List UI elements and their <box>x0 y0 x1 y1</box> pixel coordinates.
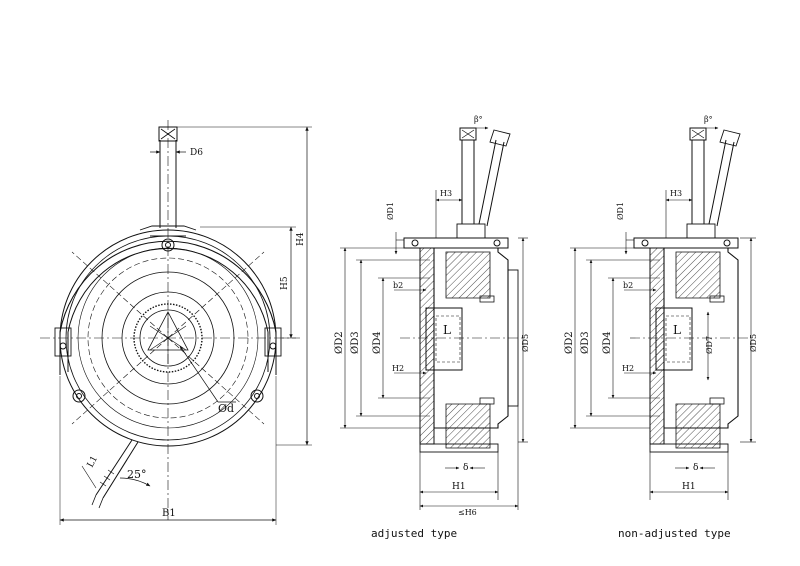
label-l: L <box>673 323 681 337</box>
label-delta: δ <box>463 463 468 473</box>
label-l: L <box>443 323 451 337</box>
label-d1: ØD1 <box>386 202 395 220</box>
label-h5: H5 <box>280 276 290 290</box>
label-h4: H4 <box>296 232 306 246</box>
label-d: Ød <box>218 402 234 415</box>
label-h2: H2 <box>622 364 634 373</box>
non-adjusted-type-caption: non-adjusted type <box>618 527 731 540</box>
label-d3: ØD3 <box>580 331 591 354</box>
label-angle: 25° <box>127 468 147 481</box>
label-beta: β° <box>474 115 483 124</box>
label-d1: ØD1 <box>616 202 625 220</box>
label-delta: δ <box>693 463 698 473</box>
adjusted-side-view <box>340 126 528 510</box>
adjusted-labels: β° H3 ØD1 b2 ØD2 ØD3 ØD4 H2 L ØD5 δ H1 ≤… <box>334 115 530 517</box>
label-d4: ØD4 <box>372 331 383 354</box>
label-h2: H2 <box>392 364 404 373</box>
adjusted-type-caption: adjusted type <box>371 527 458 540</box>
label-d3: ØD3 <box>350 331 361 354</box>
label-b2: b2 <box>393 281 403 290</box>
label-d5: ØD5 <box>749 334 758 352</box>
label-d5: ØD5 <box>521 334 530 352</box>
label-d2: ØD2 <box>564 331 575 354</box>
non-adjusted-labels: β° H3 ØD1 b2 ØD2 ØD3 ØD4 H2 L ØD7 ØD5 δ … <box>564 115 758 492</box>
label-h1: H1 <box>682 482 696 492</box>
label-d7: ØD7 <box>705 336 714 354</box>
non-adjusted-side-view <box>570 126 756 500</box>
label-d2: ØD2 <box>334 331 345 354</box>
label-b2: b2 <box>623 281 633 290</box>
front-view-labels: D6 H4 H5 Ød L1 25° B1 <box>86 148 306 519</box>
label-beta: β° <box>704 115 713 124</box>
label-h3: H3 <box>670 189 682 198</box>
label-b1: B1 <box>162 508 176 519</box>
label-h6: ≤H6 <box>458 508 477 517</box>
label-l1: L1 <box>86 454 100 469</box>
label-d6: D6 <box>190 148 203 158</box>
label-d4: ØD4 <box>602 331 613 354</box>
label-h3: H3 <box>440 189 452 198</box>
label-h1: H1 <box>452 482 466 492</box>
front-view <box>40 120 312 525</box>
